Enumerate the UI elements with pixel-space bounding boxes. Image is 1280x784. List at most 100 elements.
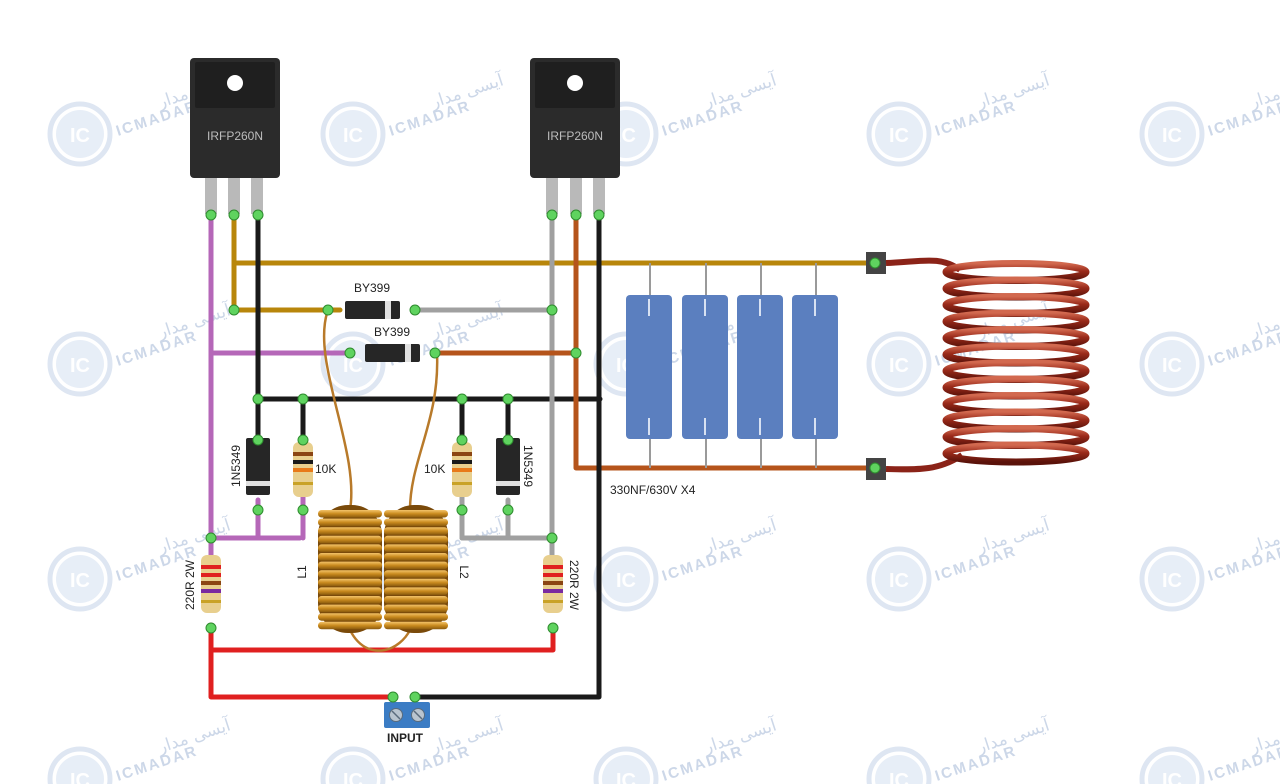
connection-node [205,209,217,221]
connection-node [593,209,605,221]
inductor-l1-label: L1 [295,565,309,579]
winding-turn [318,561,382,570]
winding-turn [384,578,448,587]
wire-gray-right [412,212,555,563]
watermark-logo: IC [616,125,636,147]
winding-turn [384,535,448,544]
connection-node [456,393,468,405]
connection-node [547,622,559,634]
input-terminal: INPUT [384,702,430,745]
connection-node [228,209,240,221]
winding-turn [318,613,382,621]
winding-turn [318,518,382,527]
winding-turn [318,510,382,518]
winding-turn [318,621,382,630]
winding-turn [384,510,448,518]
wire-brown-right [432,212,878,471]
winding-turn [384,613,448,621]
watermark-logo: IC [343,770,363,784]
watermark-logo: IC [70,770,90,784]
connection-node [322,304,334,316]
winding-turn [318,578,382,587]
watermark-logo: IC [70,355,90,377]
inductor-l2-label: L2 [457,565,471,579]
capacitor-2 [682,295,728,439]
connection-node [409,304,421,316]
capacitor-bank: 330NF/630V X4 [610,295,838,497]
resistor-220r-left: 220R 2W [183,555,221,613]
connection-node [869,257,881,269]
resistor-220r-right-label: 220R 2W [567,560,581,611]
capacitor-3 [737,295,783,439]
winding-turn [318,587,382,595]
watermark-logo: IC [889,125,909,147]
wire-black-left [255,212,603,443]
resistor-220r-left-label: 220R 2W [183,559,197,610]
connection-node [205,532,217,544]
capacitor-bank-label: 330NF/630V X4 [610,483,696,497]
watermark-logo: IC [889,770,909,784]
resistor-10k-left-label: 10K [315,462,336,476]
winding-turn [318,604,382,613]
connection-node [297,434,309,446]
winding-turn [318,535,382,544]
connection-node [546,209,558,221]
wire-black-right [412,212,602,700]
winding-turn [384,518,448,527]
resistor-10k-right-label: 10K [424,462,445,476]
capacitor-1 [626,295,672,439]
connection-node [387,691,399,703]
connection-node [228,304,240,316]
winding-turn [318,553,382,561]
connection-node [429,347,441,359]
connection-node [297,504,309,516]
connection-node [252,393,264,405]
connection-node [252,209,264,221]
zener-right: 1N5349 [496,438,535,495]
watermark-logo: IC [70,125,90,147]
winding-turn [384,604,448,613]
inductor-l2: L2 [384,505,471,633]
winding-turn [384,561,448,570]
resistor-220r-right: 220R 2W [543,555,581,613]
connection-node [869,462,881,474]
mosfet-left: IRFP260N [190,58,280,214]
watermark-logo: IC [343,125,363,147]
watermark-logo: IC [889,355,909,377]
zener-left-label: 1N5349 [229,445,243,487]
winding-turn [384,527,448,535]
diode-by399-bottom: BY399 [365,325,420,362]
connection-node [409,691,421,703]
connection-node [502,434,514,446]
winding-turn [384,553,448,561]
connection-node [502,504,514,516]
watermark-logo: IC [1162,125,1182,147]
watermark-logo: IC [616,770,636,784]
resistor-10k-right: 10K [424,442,472,497]
connection-node [344,347,356,359]
connection-node [252,504,264,516]
connection-node [456,504,468,516]
wires [208,212,878,700]
watermark-logo: IC [1162,770,1182,784]
connection-node [546,532,558,544]
resistor-10k-left: 10K [293,442,336,497]
watermark-logo: IC [616,570,636,592]
winding-turn [384,587,448,595]
connection-node [456,434,468,446]
inductor-l1: L1 [295,505,382,633]
winding-turn [384,621,448,630]
zener-left: 1N5349 [229,438,270,495]
winding-turn [384,570,448,578]
inductor-leads [322,309,439,652]
winding-turn [318,596,382,604]
